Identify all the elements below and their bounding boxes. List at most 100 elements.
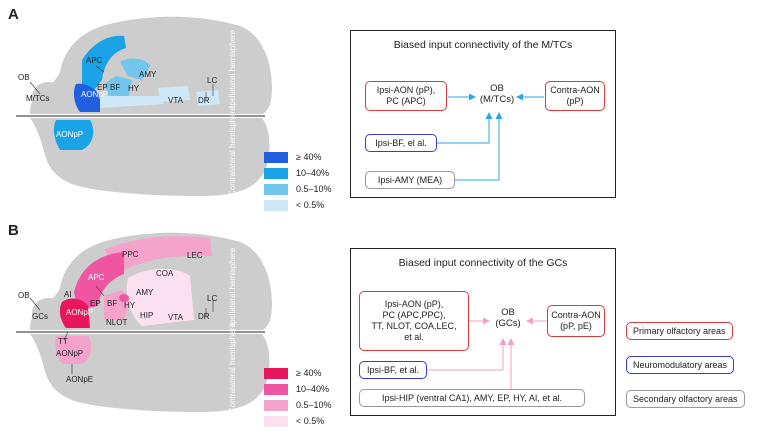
node-ipsi-aon-b: Ipsi-AON (pP), PC (APC,PPC), TT, NLOT, C… bbox=[359, 291, 469, 351]
label-lc-a: LC bbox=[207, 76, 218, 85]
label-lc-b: LC bbox=[207, 294, 218, 303]
legend-swatch bbox=[264, 384, 288, 395]
label-tt-b: TT bbox=[58, 337, 68, 346]
legend-swatch bbox=[264, 416, 288, 427]
vta-region-a bbox=[158, 86, 190, 102]
label-vta-b: VTA bbox=[168, 313, 183, 322]
node-ipsi-amy-a: Ipsi-AMY (MEA) bbox=[365, 171, 455, 189]
label-vta-a: VTA bbox=[168, 96, 183, 105]
legend-swatch bbox=[264, 368, 288, 379]
label-dr-a: DR bbox=[198, 96, 210, 105]
aonpp-region-a bbox=[73, 83, 100, 112]
panel-b-letter: B bbox=[8, 222, 19, 239]
label-contra-hemisphere-a: Contralateral hemisphere bbox=[228, 106, 237, 196]
ppc-lec-region-b bbox=[104, 236, 212, 272]
node-ipsi-hip-b: Ipsi-HIP (ventral CA1), AMY, EP, HY, AI,… bbox=[359, 389, 585, 407]
aonpp-region-b bbox=[59, 298, 90, 328]
ob-lobe-b bbox=[32, 298, 64, 328]
node-ob-label: OB bbox=[501, 307, 515, 318]
node-contra-line1: Contra-AON bbox=[550, 85, 600, 95]
label-bf-b: BF bbox=[107, 299, 118, 308]
panel-a-box-title: Biased input connectivity of the M/TCs bbox=[393, 39, 573, 51]
label-amy-a: AMY bbox=[139, 70, 157, 79]
panel-a-letter: A bbox=[8, 6, 19, 23]
legend-label: 10–40% bbox=[296, 384, 330, 394]
node-ipsi-aon-line2: PC (APC,PPC), bbox=[382, 310, 446, 320]
panel-b-brain-diagram bbox=[16, 232, 272, 412]
legend-swatch bbox=[264, 152, 288, 163]
label-contra-hemisphere-b: Contralateral hemisphere bbox=[228, 323, 237, 413]
node-ob-mtcs: OB (M/TCs) bbox=[475, 83, 519, 105]
label-nlot-b: NLOT bbox=[106, 318, 128, 327]
panel-b-box-title: Biased input connectivity of the GCs bbox=[398, 257, 568, 269]
legend-label: 0.5–10% bbox=[296, 184, 332, 194]
label-lec-b: LEC bbox=[187, 251, 203, 260]
node-ob-label: OB bbox=[490, 83, 504, 94]
label-mtcs-a: M/TCs bbox=[26, 94, 50, 103]
legend-label: 0.5–10% bbox=[296, 400, 332, 410]
amy-region-a bbox=[120, 58, 150, 80]
node-ipsi-aon-line4: et al. bbox=[404, 332, 424, 342]
hy-spot-b bbox=[119, 294, 129, 302]
panel-a-brain-diagram bbox=[16, 16, 272, 196]
label-gcs-b: GCs bbox=[32, 312, 48, 321]
label-aonpp-contra-b: AONpP bbox=[56, 349, 84, 358]
legend-label: < 0.5% bbox=[296, 416, 325, 426]
node-contra-line2: (pP) bbox=[566, 96, 584, 106]
node-ipsi-aon-line1: Ipsi-AON (pP), bbox=[376, 85, 436, 95]
label-amy-b: AMY bbox=[136, 288, 154, 297]
label-aonpp-contra-a: AONpP bbox=[56, 130, 84, 139]
vta-region-b bbox=[166, 306, 190, 322]
apc-region-b bbox=[74, 252, 124, 310]
node-ipsi-aon-line3: TT, NLOT, COA,LEC, bbox=[371, 321, 457, 331]
panel-a-connectivity-box: Biased input connectivity of the M/TCs I… bbox=[350, 30, 616, 198]
key-primary-olfactory: Primary olfactory areas bbox=[626, 322, 733, 340]
panel-b-arrows bbox=[427, 317, 547, 389]
legend-label: < 0.5% bbox=[296, 200, 325, 210]
label-ep-a: EP bbox=[97, 83, 108, 92]
legend-swatch bbox=[264, 400, 288, 411]
label-coa-b: COA bbox=[156, 269, 174, 278]
label-ipsi-hemisphere-a: Ipsilateral hemisphere bbox=[228, 29, 237, 108]
legend-label: ≥ 40% bbox=[296, 368, 322, 378]
label-ob-b: OB bbox=[18, 291, 30, 300]
label-dr-b: DR bbox=[198, 312, 210, 321]
node-contra-line1: Contra-AON bbox=[551, 310, 601, 320]
lower-strip-a bbox=[100, 96, 164, 108]
panel-a-arrows bbox=[437, 93, 544, 181]
node-ipsi-aon-line1: Ipsi-AON (pP), bbox=[384, 299, 444, 309]
label-ob-a: OB bbox=[18, 73, 30, 82]
label-ipsi-hemisphere-b: Ipsilateral hemisphere bbox=[228, 247, 237, 326]
label-apc-b: APC bbox=[88, 273, 105, 282]
legend-label: ≥ 40% bbox=[296, 152, 322, 162]
aonpp-contra-region-b bbox=[55, 336, 92, 364]
label-ppc-b: PPC bbox=[122, 250, 139, 259]
label-aonpp-a: AONpP bbox=[81, 90, 109, 99]
label-aonpe-b: AONpE bbox=[66, 375, 94, 384]
label-hy-a: HY bbox=[128, 84, 140, 93]
node-ob-gcs: OB (GCs) bbox=[489, 307, 527, 329]
key-secondary-olfactory: Secondary olfactory areas bbox=[626, 390, 745, 408]
label-ep-b: EP bbox=[90, 299, 101, 308]
node-ipsi-bf-b: Ipsi-BF, et al. bbox=[359, 361, 427, 379]
legend-swatch bbox=[264, 168, 288, 179]
legend-swatch bbox=[264, 200, 288, 211]
label-hip-b: HIP bbox=[140, 311, 154, 320]
node-target-label: (GCs) bbox=[495, 318, 521, 329]
node-target-label: (M/TCs) bbox=[479, 94, 515, 105]
legend-swatch bbox=[264, 184, 288, 195]
dr-region-a bbox=[196, 90, 220, 106]
apc-region-a bbox=[82, 35, 126, 90]
node-ipsi-aon-line2: PC (APC) bbox=[386, 96, 426, 106]
node-ipsi-bf-a: Ipsi-BF, el al. bbox=[365, 134, 437, 152]
node-ipsi-aon-a: Ipsi-AON (pP),PC (APC) bbox=[365, 81, 447, 111]
aonpp-contra-region-a bbox=[53, 120, 94, 150]
label-bf-a: BF bbox=[110, 83, 121, 92]
ob-lobe-a bbox=[32, 82, 64, 112]
node-contra-aon-a: Contra-AON(pP) bbox=[545, 81, 605, 111]
key-neuromodulatory: Neuromodulatory areas bbox=[626, 356, 735, 374]
node-contra-line2: (pP, pE) bbox=[560, 321, 592, 331]
node-contra-aon-b: Contra-AON(pP, pE) bbox=[547, 305, 605, 337]
label-aonpp-b: AONpP bbox=[66, 308, 94, 317]
panel-b-connectivity-box: Biased input connectivity of the GCs Ips… bbox=[350, 248, 616, 416]
